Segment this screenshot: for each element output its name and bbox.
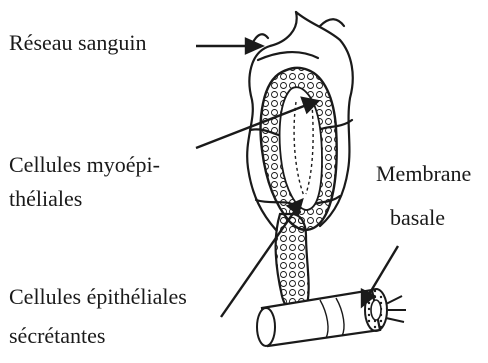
label-membrane-basale-line1: Membrane bbox=[376, 160, 471, 188]
label-cellules-myoepitheliales-line1: Cellules myoépi- bbox=[9, 151, 160, 179]
label-cellules-myoepitheliales-line2: théliales bbox=[9, 185, 82, 213]
duct-cylinder bbox=[257, 289, 406, 346]
label-reseau-sanguin: Réseau sanguin bbox=[9, 29, 146, 57]
label-cellules-epitheliales-line1: Cellules épithéliales bbox=[9, 283, 187, 311]
arrow-membrane bbox=[368, 246, 398, 296]
label-membrane-basale-line2: basale bbox=[390, 204, 445, 232]
label-cellules-epitheliales-line2: sécrétantes bbox=[9, 322, 106, 350]
excretory-duct bbox=[276, 214, 309, 313]
